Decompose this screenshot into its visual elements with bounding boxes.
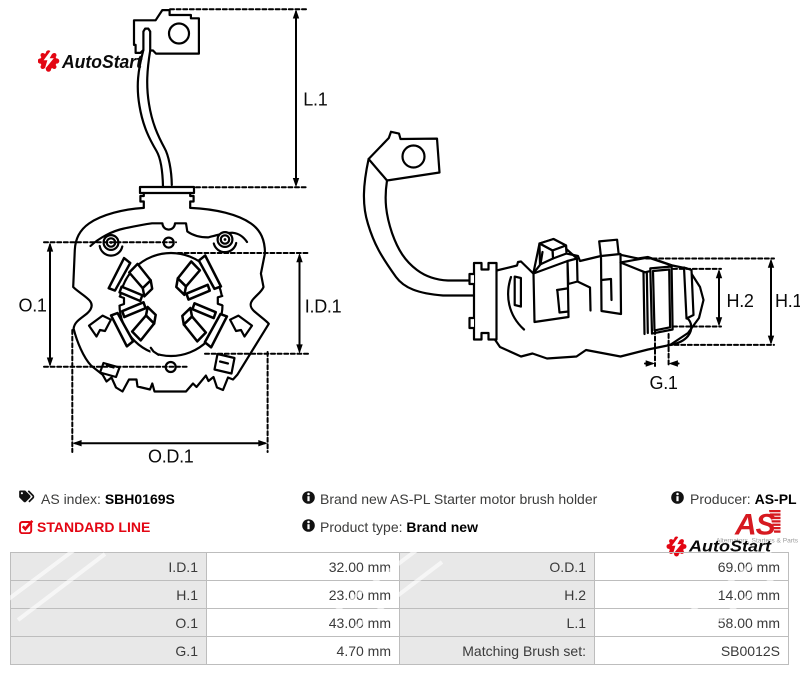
svg-text:AutoStart: AutoStart [61,52,143,72]
svg-text:O.D.1: O.D.1 [148,447,194,467]
svg-text:O.1: O.1 [19,296,47,316]
svg-text:L.1: L.1 [303,90,327,110]
svg-text:I.D.1: I.D.1 [305,297,342,317]
svg-text:Alternators, Starters & Parts: Alternators, Starters & Parts [716,538,799,545]
svg-text:G.1: G.1 [650,373,678,393]
svg-text:H.2: H.2 [727,291,754,311]
svg-text:H.1: H.1 [775,291,800,311]
svg-text:AS: AS [734,509,776,542]
svg-text:AutoStart: AutoStart [688,539,772,556]
